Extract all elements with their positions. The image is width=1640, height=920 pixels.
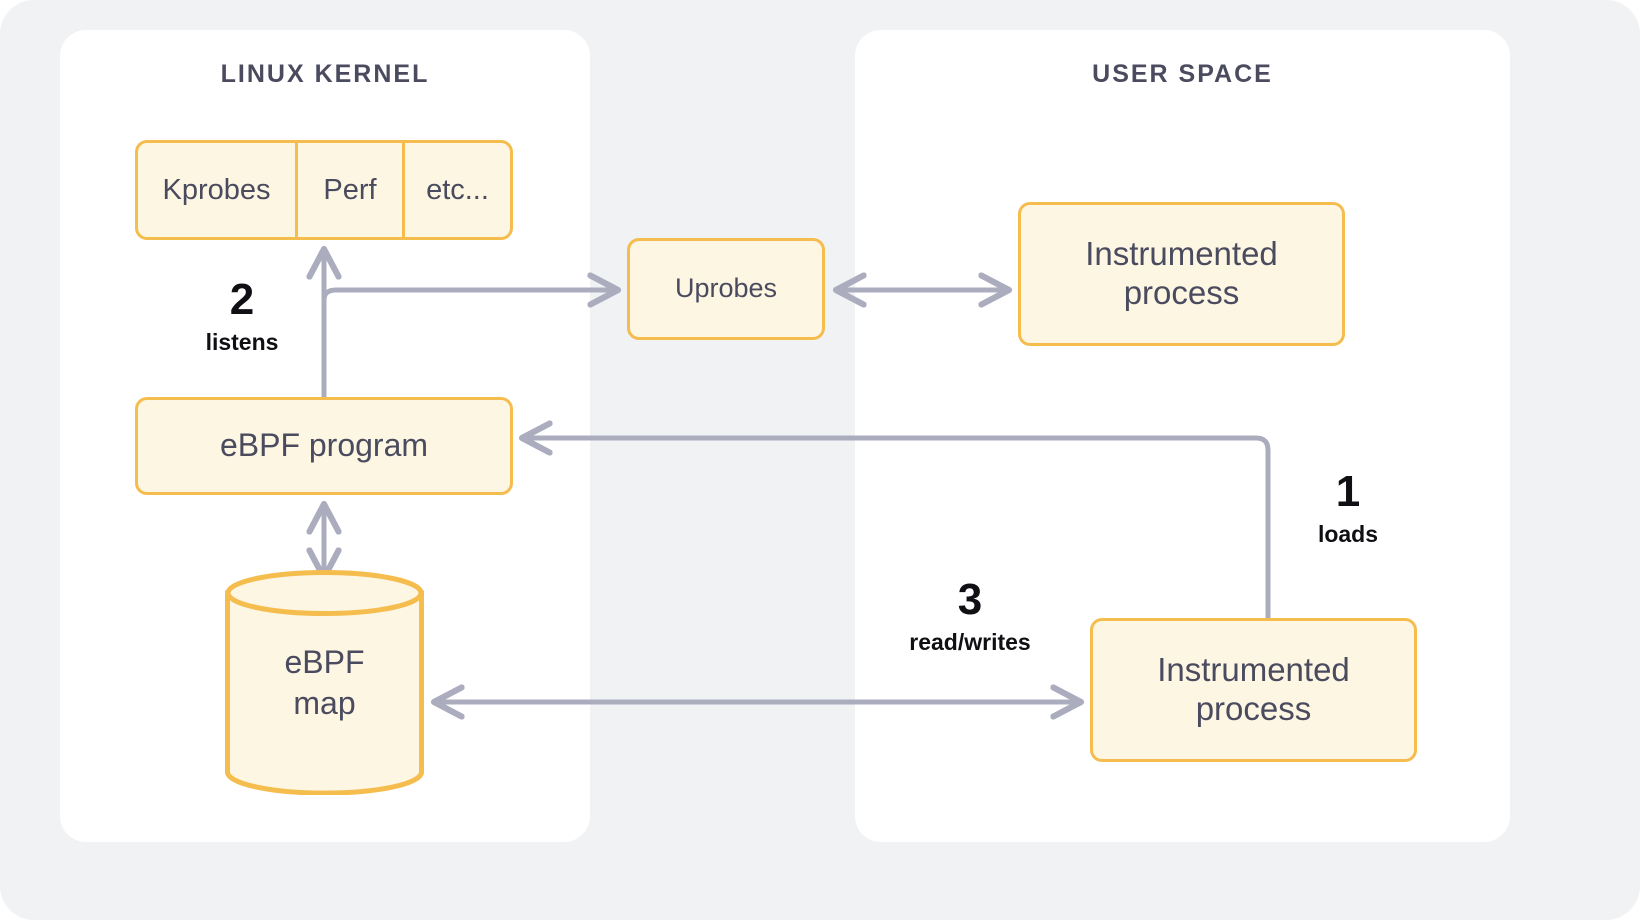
panel-title-linux-kernel: LINUX KERNEL — [220, 60, 430, 88]
step-text-read-writes: read/writes — [909, 629, 1031, 655]
cylinder-shape — [225, 570, 424, 795]
step-label-2: 2 listens — [182, 278, 302, 355]
node-ebpf-program[interactable]: eBPF program — [135, 397, 513, 495]
node-ebpf-map[interactable]: eBPF map — [222, 570, 427, 795]
node-ebpf-map-label: eBPF map — [284, 644, 365, 721]
step-number-2: 2 — [229, 275, 255, 324]
step-label-1: 1 loads — [1288, 470, 1408, 547]
step-number-1: 1 — [1335, 467, 1361, 516]
step-text-loads: loads — [1317, 521, 1379, 547]
node-uprobes[interactable]: Uprobes — [627, 238, 825, 340]
node-kernel-probes[interactable]: Kprobes Perf etc... — [135, 140, 513, 240]
step-label-3: 3 read/writes — [880, 578, 1060, 655]
probe-cell-perf[interactable]: Perf — [295, 143, 402, 237]
step-number-3: 3 — [957, 575, 983, 624]
probe-cell-etc[interactable]: etc... — [402, 143, 510, 237]
step-text-listens: listens — [205, 329, 279, 355]
panel-title-user-space: USER SPACE — [1092, 60, 1273, 88]
probe-cell-kprobes[interactable]: Kprobes — [162, 173, 271, 206]
